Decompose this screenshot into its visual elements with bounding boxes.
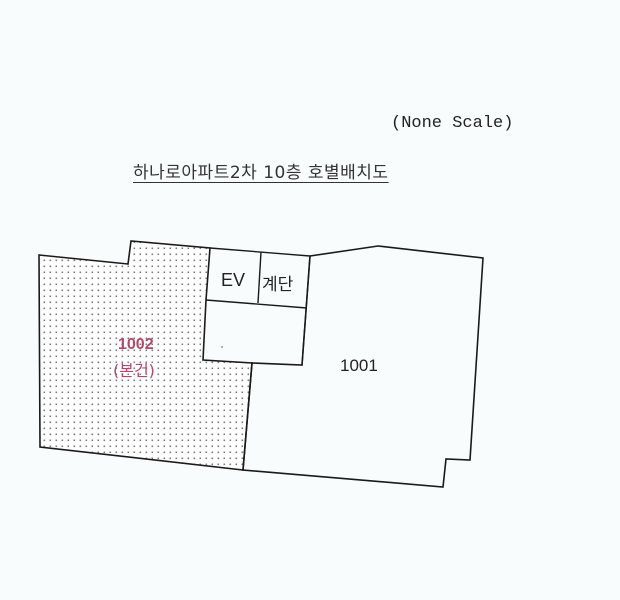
unit-1002-sublabel: (본건) bbox=[113, 361, 155, 380]
elevator-label: EV bbox=[221, 270, 246, 290]
ev-stair-divider bbox=[257, 251, 262, 304]
unit-1002-area[interactable] bbox=[38, 240, 253, 471]
plan-title: 하나로아파트2차 10층 호별배치도 bbox=[133, 163, 389, 183]
core-divider bbox=[205, 299, 308, 309]
unit-1002-label: 1002 bbox=[118, 336, 154, 353]
unit-1001-label: 1001 bbox=[340, 356, 378, 375]
unit-1001-area[interactable] bbox=[242, 245, 484, 488]
core-area bbox=[205, 247, 311, 366]
scale-note: (None Scale) bbox=[391, 114, 514, 133]
stair-label: 계단 bbox=[262, 275, 294, 295]
